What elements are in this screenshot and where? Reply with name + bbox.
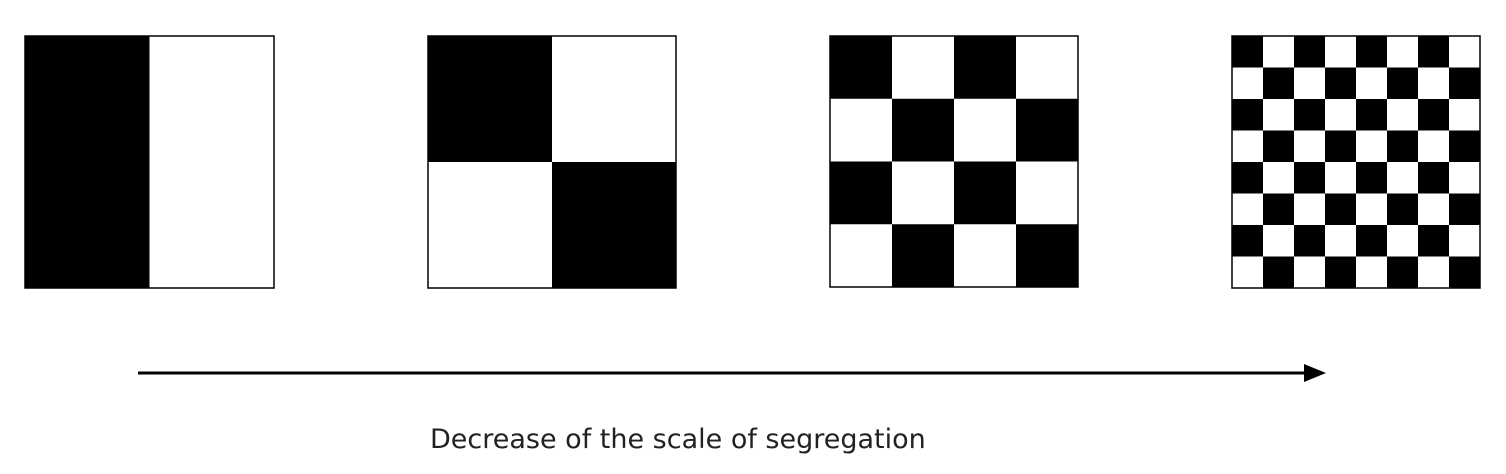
light-cell [149, 36, 275, 289]
light-cell [1294, 67, 1326, 100]
dark-cell [830, 36, 893, 100]
dark-cell [1232, 162, 1264, 194]
dark-cell [1449, 130, 1481, 163]
light-cell [1232, 67, 1264, 100]
panel-border [829, 35, 1079, 288]
light-cell [428, 162, 553, 289]
dark-cell [1418, 225, 1450, 257]
light-cell [1325, 99, 1357, 131]
light-cell [1325, 162, 1357, 194]
light-cell [1387, 225, 1419, 257]
dark-cell [1232, 225, 1264, 257]
dark-cell [1356, 162, 1388, 194]
panel-8x8 [1231, 35, 1481, 289]
panel-border [1231, 35, 1481, 289]
light-cell [1325, 225, 1357, 257]
dark-cell [1294, 99, 1326, 131]
dark-cell [1449, 67, 1481, 100]
dark-cell [1449, 193, 1481, 226]
light-cell [830, 224, 893, 288]
light-cell [1387, 36, 1419, 68]
dark-cell [1294, 162, 1326, 194]
dark-cell [1294, 225, 1326, 257]
dark-cell [1325, 67, 1357, 100]
panels-group [24, 35, 1481, 289]
light-cell [1294, 256, 1326, 289]
dark-cell [1016, 224, 1079, 288]
dark-cell [1449, 256, 1481, 289]
panel-4x4 [829, 35, 1079, 288]
dark-cell [1232, 99, 1264, 131]
dark-cell [1263, 193, 1295, 226]
dark-cell [1356, 99, 1388, 131]
light-cell [1356, 256, 1388, 289]
diagram-caption: Decrease of the scale of segregation [430, 424, 926, 455]
light-cell [1418, 193, 1450, 226]
light-cell [1356, 130, 1388, 163]
dark-cell [552, 162, 677, 289]
light-cell [1263, 225, 1295, 257]
dark-cell [830, 161, 893, 225]
light-cell [1263, 162, 1295, 194]
scale-arrow [138, 364, 1326, 382]
dark-cell [1356, 225, 1388, 257]
light-cell [1263, 99, 1295, 131]
light-cell [552, 36, 677, 163]
light-cell [1356, 67, 1388, 100]
dark-cell [1263, 67, 1295, 100]
panel-1x2 [24, 35, 275, 289]
dark-cell [892, 224, 955, 288]
arrow-head-icon [1304, 364, 1326, 382]
light-cell [1356, 193, 1388, 226]
dark-cell [25, 36, 150, 289]
light-cell [1016, 161, 1079, 225]
light-cell [1232, 256, 1264, 289]
panel-border [427, 35, 677, 289]
panel-border [24, 35, 275, 289]
dark-cell [1387, 130, 1419, 163]
panel-2x2 [427, 35, 677, 289]
light-cell [1325, 36, 1357, 68]
dark-cell [1232, 36, 1264, 68]
dark-cell [1016, 98, 1079, 162]
light-cell [1418, 130, 1450, 163]
light-cell [1449, 162, 1481, 194]
light-cell [1263, 36, 1295, 68]
light-cell [1387, 99, 1419, 131]
dark-cell [1387, 67, 1419, 100]
light-cell [954, 224, 1017, 288]
light-cell [892, 36, 955, 100]
light-cell [1418, 256, 1450, 289]
light-cell [892, 161, 955, 225]
dark-cell [1387, 256, 1419, 289]
dark-cell [1263, 256, 1295, 289]
light-cell [1387, 162, 1419, 194]
dark-cell [954, 161, 1017, 225]
dark-cell [1418, 36, 1450, 68]
light-cell [954, 98, 1017, 162]
light-cell [1449, 99, 1481, 131]
dark-cell [1294, 36, 1326, 68]
dark-cell [892, 98, 955, 162]
dark-cell [1325, 130, 1357, 163]
light-cell [1294, 130, 1326, 163]
light-cell [1232, 193, 1264, 226]
light-cell [830, 98, 893, 162]
dark-cell [1325, 256, 1357, 289]
dark-cell [1387, 193, 1419, 226]
light-cell [1294, 193, 1326, 226]
dark-cell [1418, 162, 1450, 194]
dark-cell [428, 36, 553, 163]
light-cell [1232, 130, 1264, 163]
light-cell [1449, 225, 1481, 257]
dark-cell [1263, 130, 1295, 163]
dark-cell [1418, 99, 1450, 131]
light-cell [1449, 36, 1481, 68]
light-cell [1418, 67, 1450, 100]
light-cell [1016, 36, 1079, 100]
dark-cell [1325, 193, 1357, 226]
dark-cell [1356, 36, 1388, 68]
dark-cell [954, 36, 1017, 100]
